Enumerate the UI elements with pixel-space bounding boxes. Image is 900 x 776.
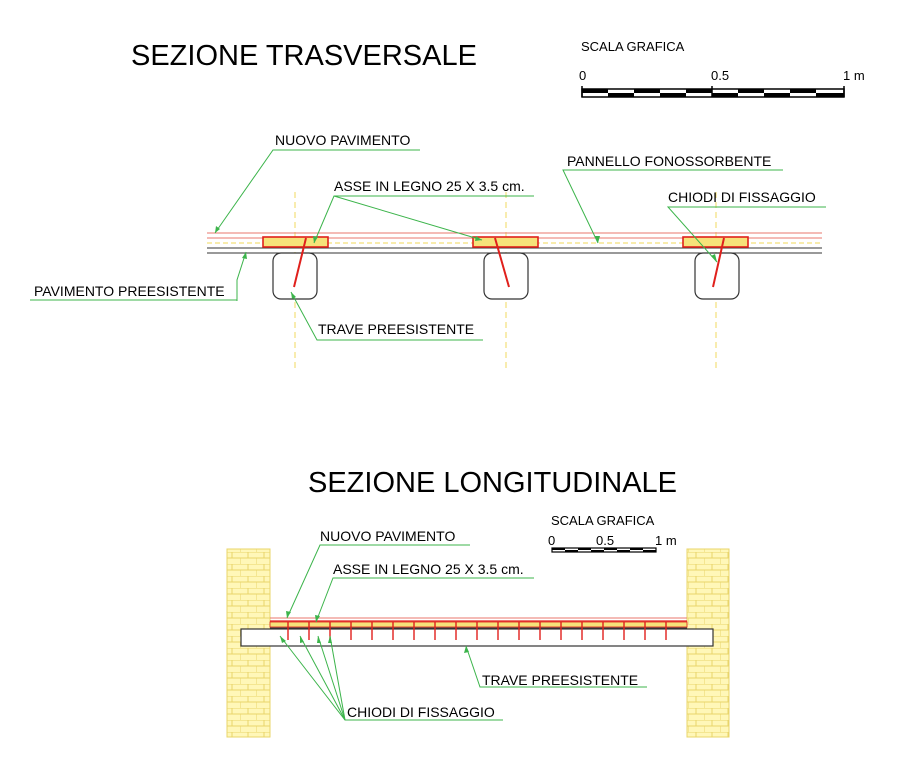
label-nails: CHIODI DI FISSAGGIO [347,704,495,720]
label-wooden-boards: ASSE IN LEGNO 25 X 3.5 cm. [333,561,524,577]
beam [694,252,740,300]
longitudinal-nails [287,622,667,640]
label-existing-floor: PAVIMENTO PREESISTENTE [34,283,225,299]
transversal-section: SEZIONE TRASVERSALE SCALA GRAFICA 0 0.5 … [30,39,865,372]
wooden-boards [262,236,749,248]
existing-floor [207,247,822,254]
board [682,236,749,248]
scale-title: SCALA GRAFICA [581,39,685,54]
longitudinal-title: SEZIONE LONGITUDINALE [308,467,677,499]
label-nails: CHIODI DI FISSAGGIO [668,189,816,205]
longitudinal-scale-bar: SCALA GRAFICA 0 0.5 1 m [548,513,677,553]
floor-layers [269,617,688,629]
scale-tick-1m: 1 m [655,533,677,548]
nails [293,237,725,288]
beam [272,252,318,300]
leader-arrows [215,226,717,299]
scale-tick-half: 0.5 [596,533,614,548]
board [262,236,329,248]
label-new-floor: NUOVO PAVIMENTO [275,132,410,148]
leaders [214,149,826,341]
label-wooden-boards: ASSE IN LEGNO 25 X 3.5 cm. [334,178,525,194]
scale-tick-1m: 1 m [843,68,865,83]
scale-title: SCALA GRAFICA [551,513,655,528]
label-acoustic-panel: PANNELLO FONOSSORBENTE [567,153,771,169]
scale-tick-0: 0 [579,68,586,83]
label-new-floor: NUOVO PAVIMENTO [320,528,455,544]
label-existing-beam: TRAVE PREESISTENTE [482,672,638,688]
longitudinal-leaders [279,544,647,721]
scale-tick-half: 0.5 [711,68,729,83]
longitudinal-section: SEZIONE LONGITUDINALE SCALA GRAFICA 0 0.… [226,467,730,738]
board [472,236,539,248]
transversal-scale-bar: SCALA GRAFICA 0 0.5 1 m [579,39,865,98]
scale-tick-0: 0 [548,533,555,548]
transversal-title: SEZIONE TRASVERSALE [131,40,477,72]
longitudinal-leader-arrows [280,611,469,653]
label-existing-beam: TRAVE PREESISTENTE [318,321,474,337]
